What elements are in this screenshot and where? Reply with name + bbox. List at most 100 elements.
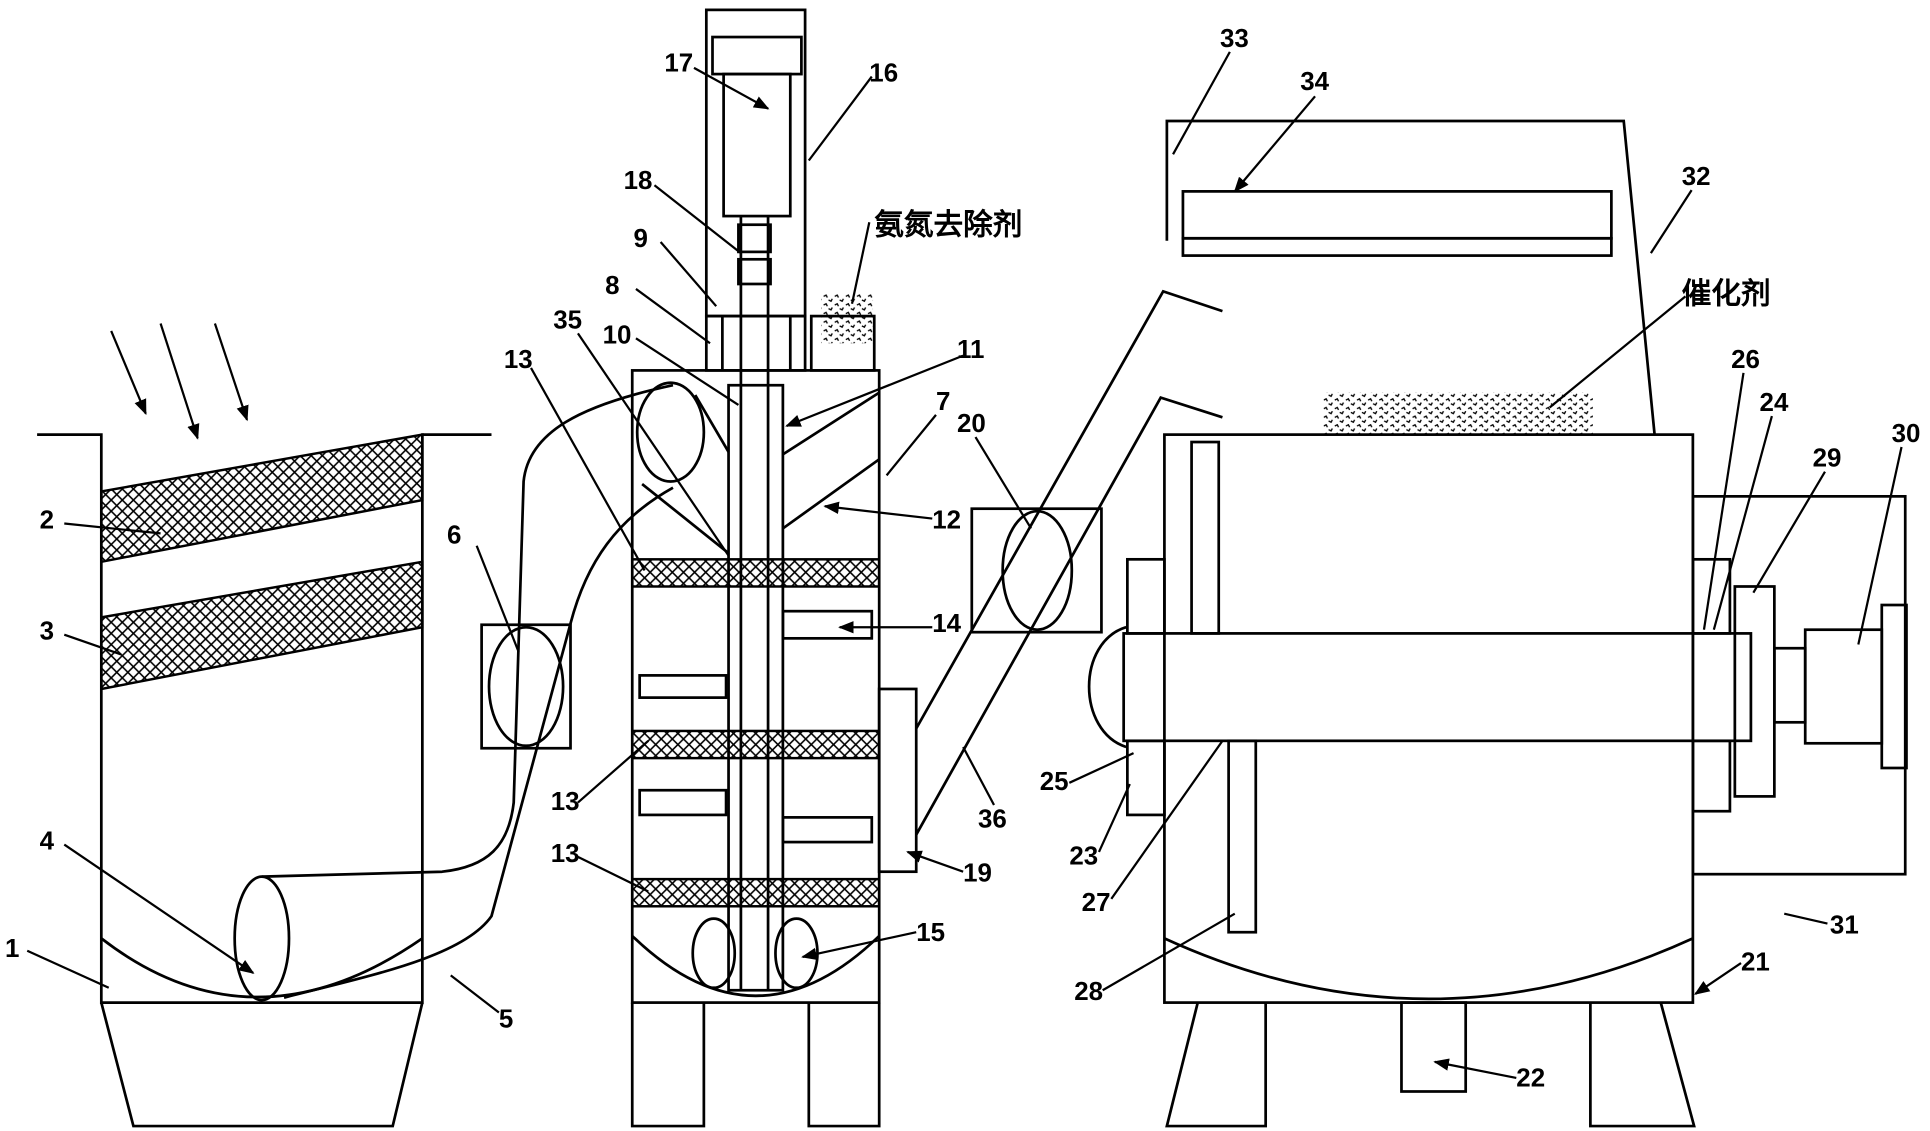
leader-35 [576,332,730,557]
leader-8 [635,288,711,345]
reaction-tank [630,8,918,1128]
callout-23: 23 [1069,842,1098,870]
pipe-upper-wall [261,383,674,879]
leader-22 [1433,1058,1517,1079]
rotating-drum [1122,632,1753,743]
leader-33 [1172,51,1231,155]
inflow-arrow-icon [213,323,249,422]
leader-19 [906,850,964,873]
callout-21: 21 [1741,948,1770,976]
callout-12: 12 [932,506,961,534]
inlet-nozzle [635,381,706,483]
callout-29: 29 [1813,445,1842,473]
callout-7: 7 [936,388,950,416]
bottom-impeller [691,917,737,990]
scraper-paddle [1227,739,1258,934]
guide-plate [782,458,880,530]
pump-housing [480,623,572,750]
gear-box [1733,585,1776,798]
leader-10 [635,337,740,406]
stirring-shaft [727,383,785,992]
callout-18: 18 [624,167,653,195]
callout-27: 27 [1082,889,1111,917]
leader-11 [785,354,964,428]
callout-4: 4 [40,827,55,855]
leader-18 [653,184,742,254]
leader-26 [1702,372,1745,630]
callout-16: 16 [869,59,898,87]
outlet-box [877,687,918,874]
leader-15 [801,931,917,961]
baffle-plate [638,788,728,817]
leader-20 [974,436,1033,530]
leader-9 [659,241,718,307]
ammonia-remover-agent [821,293,874,344]
callout-15: 15 [916,919,945,947]
upper-filter-screen [100,433,424,564]
motor-body [722,72,792,218]
callout-34: 34 [1300,68,1329,96]
leader-3 [63,633,122,656]
callout-36: 36 [978,805,1007,833]
reaction-tank-right-leg [807,1002,881,1128]
tank-walls-and-rim [37,433,492,1004]
drum-end-cap [1087,625,1127,749]
guide-plate [694,394,730,453]
callout-13-middle: 13 [551,788,580,816]
baffle-plate [781,609,874,640]
callout-19: 19 [963,860,992,888]
riser-pipe [915,289,1223,836]
guide-plate [641,482,730,555]
right-bearing-block [1691,557,1732,635]
pipe-lower-wall [283,486,674,999]
reaction-tank-left-leg [630,1002,706,1128]
motor-base [704,314,807,372]
transfer-pipe [261,383,674,999]
right-bearing-block [1691,739,1732,813]
leader-31 [1783,912,1828,925]
leader-6 [475,545,520,653]
leader-13-top [530,367,646,571]
leader-36 [962,746,995,806]
left-bearing-block [1126,739,1166,817]
callout-2: 2 [40,506,54,534]
filter-layer [631,729,881,760]
drive-housing [1691,494,1907,876]
drive-motor [1803,628,1884,745]
left-bearing-block [1126,557,1166,635]
callout-26: 26 [1731,346,1760,374]
inflow-arrow-icon [110,330,147,416]
riser-pipe-upper-wall [915,289,1223,730]
leader-4 [63,843,255,974]
leader-27 [1110,740,1224,900]
callout-35: 35 [553,306,582,334]
leader-28 [1102,912,1236,992]
pump-impeller [487,625,565,748]
callout-25: 25 [1040,768,1069,796]
leader-lines [26,51,1903,1079]
riser-pump-housing [970,507,1103,634]
lid-panel-edge [1181,236,1613,257]
coupling-lower [737,257,772,286]
callout-8: 8 [605,272,619,300]
suction-roller [233,875,291,1002]
leader-30 [1857,446,1903,645]
baffle-plate [638,674,728,699]
lid-panel [1181,190,1613,240]
drive-coupling [1772,646,1807,724]
leader-12 [823,501,933,520]
callout-30: 30 [1892,420,1921,448]
callout-20: 20 [957,410,986,438]
callout-11: 11 [957,336,984,364]
leader-ammonia-remover [850,222,871,304]
leader-23 [1097,783,1131,853]
riser-pipe-lower-wall [915,395,1223,836]
filter-layer [631,877,881,908]
catalytic-tank [1087,119,1908,1128]
leader-34 [1233,95,1316,193]
leader-catalyst [1548,295,1687,409]
catalyst-layer [1323,392,1593,435]
lid-frame [1165,119,1656,435]
motor-cap [711,35,803,76]
